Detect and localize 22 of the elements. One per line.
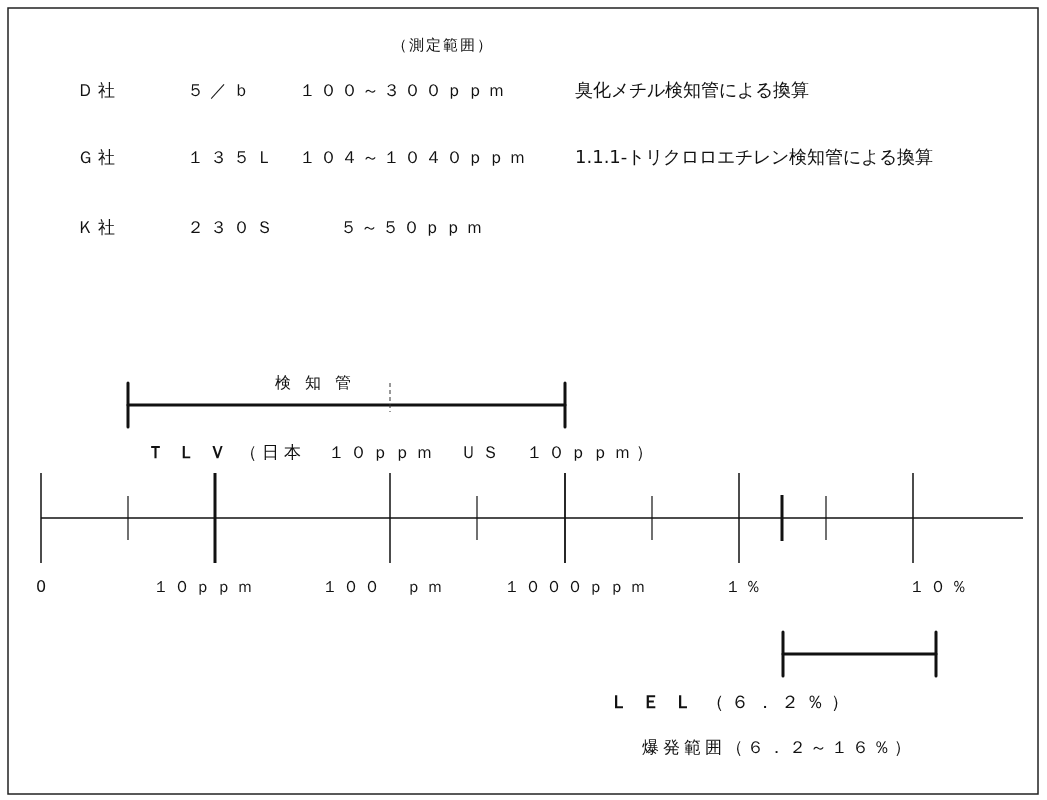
model-code: ２３０Ｓ [187, 217, 279, 237]
tick-label: １０００ｐｐｍ [503, 578, 651, 596]
heading-text: （測定範囲） [392, 36, 494, 54]
range-text: 爆発範囲（６．２～１６％） [642, 737, 915, 757]
row-label: Ｄ社 [77, 80, 119, 100]
model-code: ５／ｂ [187, 80, 256, 100]
range-label: 検知管 [275, 374, 365, 392]
tick-label: １０ｐｐｍ [152, 578, 258, 596]
note-text: 臭化メチル検知管による換算 [575, 80, 809, 100]
range-text: ５～５０ｐｐｍ [340, 217, 487, 237]
row-label: Ｋ社 [77, 217, 119, 237]
tick-label: １％ [725, 578, 765, 596]
model-code: １３５Ｌ [187, 147, 279, 167]
tick-label: １００ ｐｍ [322, 578, 448, 596]
row-label: Ｇ社 [77, 147, 119, 167]
tlv-label: ＴＬＶ（日本 １０ｐｐｍ ＵＳ １０ｐｐｍ） [147, 442, 658, 462]
range-text: １００～３００ｐｐｍ [299, 80, 509, 100]
range-text: １０４～１０４０ｐｐｍ [299, 147, 530, 167]
tick-label: １０％ [908, 578, 972, 596]
note-text: 1.1.1-トリクロロエチレン検知管による換算 [575, 147, 934, 167]
lel-label: ＬＥＬ（６．２％） [610, 692, 856, 712]
tick-label: 0 [35, 578, 47, 596]
